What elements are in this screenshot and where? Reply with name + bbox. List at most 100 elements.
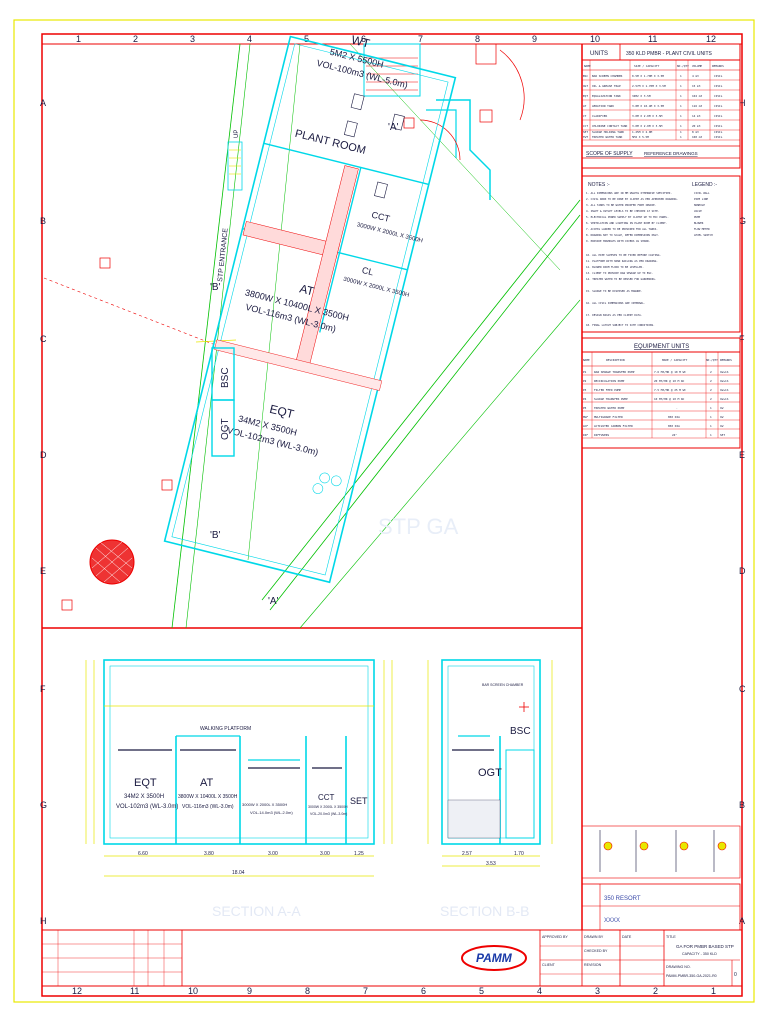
units-ref: REFERENCE DRAWINGS xyxy=(644,151,698,156)
section-aa-title: SECTION A-A xyxy=(212,903,301,919)
tb-drg-no: PAMM-PMBR-350-GA-2021-R0 xyxy=(666,974,717,978)
note-line-13: 13. CLIENT TO PROVIDE RAW SEWAGE UP TO B… xyxy=(586,271,653,275)
note-line-12: 12. BLOWER ROOM FLOOR TO BE LEVELLED. xyxy=(586,265,644,269)
equipment-row-7-rem: 1W xyxy=(720,424,724,428)
equipment-row-8-desc: DIFFUSERS xyxy=(594,433,609,437)
units-row-2-vol: 15 m3 xyxy=(692,84,701,88)
section-bb-dim-1: 2.57 xyxy=(462,851,472,857)
equipment-title: EQUIPMENT UNITS xyxy=(634,344,689,350)
note-line-8: 8. DRAWING NOT TO SCALE, REFER DIMENSION… xyxy=(586,233,659,237)
units-col-vol: VOLUME xyxy=(692,64,702,68)
equipment-row-2-desc: RECIRCULATION PUMP xyxy=(594,379,625,383)
grid-left-d: D xyxy=(40,450,47,460)
units-row-7-tag: SET xyxy=(583,130,588,134)
units-row-3-size: 34M2 X 3.5M xyxy=(632,94,651,98)
units-col-name: NAME xyxy=(584,64,591,68)
equipment-row-4-desc: SLUDGE TRANSFER PUMP xyxy=(594,397,628,401)
pamm-logo-swoosh xyxy=(461,945,527,971)
section-bb-title: SECTION B-B xyxy=(440,903,529,919)
plan-side-label: STP ENTRANCE xyxy=(217,228,230,283)
units-row-5-rem: CIVIL xyxy=(714,114,723,118)
note-line-16: 16. ALL CIVIL DIMENSIONS ARE INTERNAL. xyxy=(586,301,645,305)
units-table: UNITS 350 KLD PMBR - PLANT CIVIL UNITS N… xyxy=(581,43,741,169)
units-row-3-vol: 102 m3 xyxy=(692,94,702,98)
grid-right-a: A xyxy=(739,916,745,926)
section-aa-dim-1: 6.60 xyxy=(138,851,148,857)
grid-bottom-10: 3 xyxy=(595,986,600,996)
plan-view: WT 5M2 X 5500H VOL-100m3 (WL-5.0m) PLANT… xyxy=(43,33,581,629)
section-aa-eqt-dims: 34M2 X 3500H xyxy=(124,794,164,800)
plan-cct-dims: 3000W X 2000L X 3500H xyxy=(356,222,423,244)
revision-row-2: XXXX xyxy=(604,918,620,924)
note-line-14: 14. TREATED WATER TO BE REUSED FOR GARDE… xyxy=(586,277,656,281)
equipment-row-1-qty: 2 xyxy=(710,370,712,374)
equipment-row-4-qty: 2 xyxy=(710,397,712,401)
equipment-row-2-qty: 2 xyxy=(710,379,712,383)
units-row-2-desc: OIL & GREASE TRAP xyxy=(592,84,621,88)
tb-drg-no-label: DRAWING NO. xyxy=(666,965,691,969)
grid-bottom-8: 5 xyxy=(479,986,484,996)
grid-right-g: G xyxy=(739,216,746,226)
units-row-7-size: 1.25M X 2.0M xyxy=(632,130,653,134)
grid-top-1: 1 xyxy=(76,34,81,44)
equipment-row-6-rem: 1W xyxy=(720,415,724,419)
equipment-row-5-rem: 1W xyxy=(720,406,724,410)
units-row-5-size: 3.0M X 2.0M X 3.5M xyxy=(632,114,663,118)
equipment-row-1-tag: P1 xyxy=(583,370,587,374)
units-row-3-rem: CIVIL xyxy=(714,94,723,98)
units-row-8-rem: CIVIL xyxy=(714,135,723,139)
equipment-table: EQUIPMENT UNITS NAME DESCRIPTION MAKE / … xyxy=(581,337,741,449)
note-line-6: 6. VENTILATION AND LIGHTING IN PLANT ROO… xyxy=(586,221,667,225)
plan-cl-dims: 3000W X 2000L X 3500H xyxy=(342,277,409,299)
revision-rows: 350 RESORT XXXX xyxy=(581,883,741,931)
units-row-4-size: 3.8M X 10.4M X 3.5M xyxy=(632,104,664,108)
units-row-7-rem: CIVIL xyxy=(714,130,723,134)
units-row-1-tag: BSC xyxy=(583,74,588,78)
units-row-6-qty: 1 xyxy=(680,124,682,128)
units-col-remarks: REMARKS xyxy=(712,64,724,68)
legend-item-8: LEVEL SWITCH xyxy=(694,233,713,237)
tb-rev: 0 xyxy=(734,972,737,978)
equipment-row-7-qty: 1 xyxy=(710,424,712,428)
plan-stair xyxy=(227,141,243,191)
units-header-left: UNITS xyxy=(590,51,608,57)
units-row-2-tag: OGT xyxy=(583,84,588,88)
plan-mark-a2: 'A' xyxy=(268,596,279,607)
tb-date: DATE xyxy=(622,935,632,939)
grid-top-9: 9 xyxy=(532,34,537,44)
equipment-row-6-tag: MGF xyxy=(583,415,588,419)
units-row-8-vol: 100 m3 xyxy=(692,135,702,139)
units-row-3-tag: EQT xyxy=(583,94,588,98)
equipment-row-2-make: 20 M3/HR @ 10 M WC xyxy=(654,379,685,383)
plan-bsc-label: BSC xyxy=(220,367,231,388)
equipment-row-4-rem: 1W+1S xyxy=(720,397,729,401)
plan-mark-a: 'A' xyxy=(388,122,399,133)
equipment-row-4-tag: P4 xyxy=(583,397,587,401)
grid-left-a: A xyxy=(40,98,46,108)
detail-symbol-2 xyxy=(639,841,649,851)
outer-border xyxy=(13,19,755,1003)
units-row-8-size: 5M2 X 5.5M xyxy=(632,135,649,139)
grid-right-h: H xyxy=(739,98,746,108)
grid-top-6: 6 xyxy=(361,34,366,44)
units-col-qty: NO./QTY xyxy=(677,64,689,68)
note-line-11: 11. PLATFORM WITH HAND RAILING AS PER DR… xyxy=(586,259,658,263)
legend-item-1: CIVIL WALL xyxy=(694,191,710,195)
equipment-col-name: NAME xyxy=(583,358,590,362)
grid-bottom-12: 1 xyxy=(711,986,716,996)
units-row-6-desc: CHLORINE CONTACT TANK xyxy=(592,124,628,128)
grid-top-11: 11 xyxy=(648,34,657,44)
section-aa-dim-3: 3.00 xyxy=(268,851,278,857)
section-bb-dim-2: 1.70 xyxy=(514,851,524,857)
equipment-row-3-qty: 2 xyxy=(710,388,712,392)
grid-right-b: B xyxy=(739,800,745,810)
equipment-row-4-make: 10 M3/HR @ 10 M WC xyxy=(654,397,685,401)
legend-item-7: FLOW METER xyxy=(694,227,710,231)
detail-symbol-4 xyxy=(717,841,727,851)
grid-top-8: 8 xyxy=(475,34,480,44)
notes-title: NOTES :- xyxy=(588,182,610,188)
plan-mark-b: 'B' xyxy=(210,282,221,293)
section-aa-set: SET xyxy=(350,796,368,806)
plan-watermark: STP GA xyxy=(378,514,459,539)
grid-bottom-3: 10 xyxy=(188,986,198,996)
